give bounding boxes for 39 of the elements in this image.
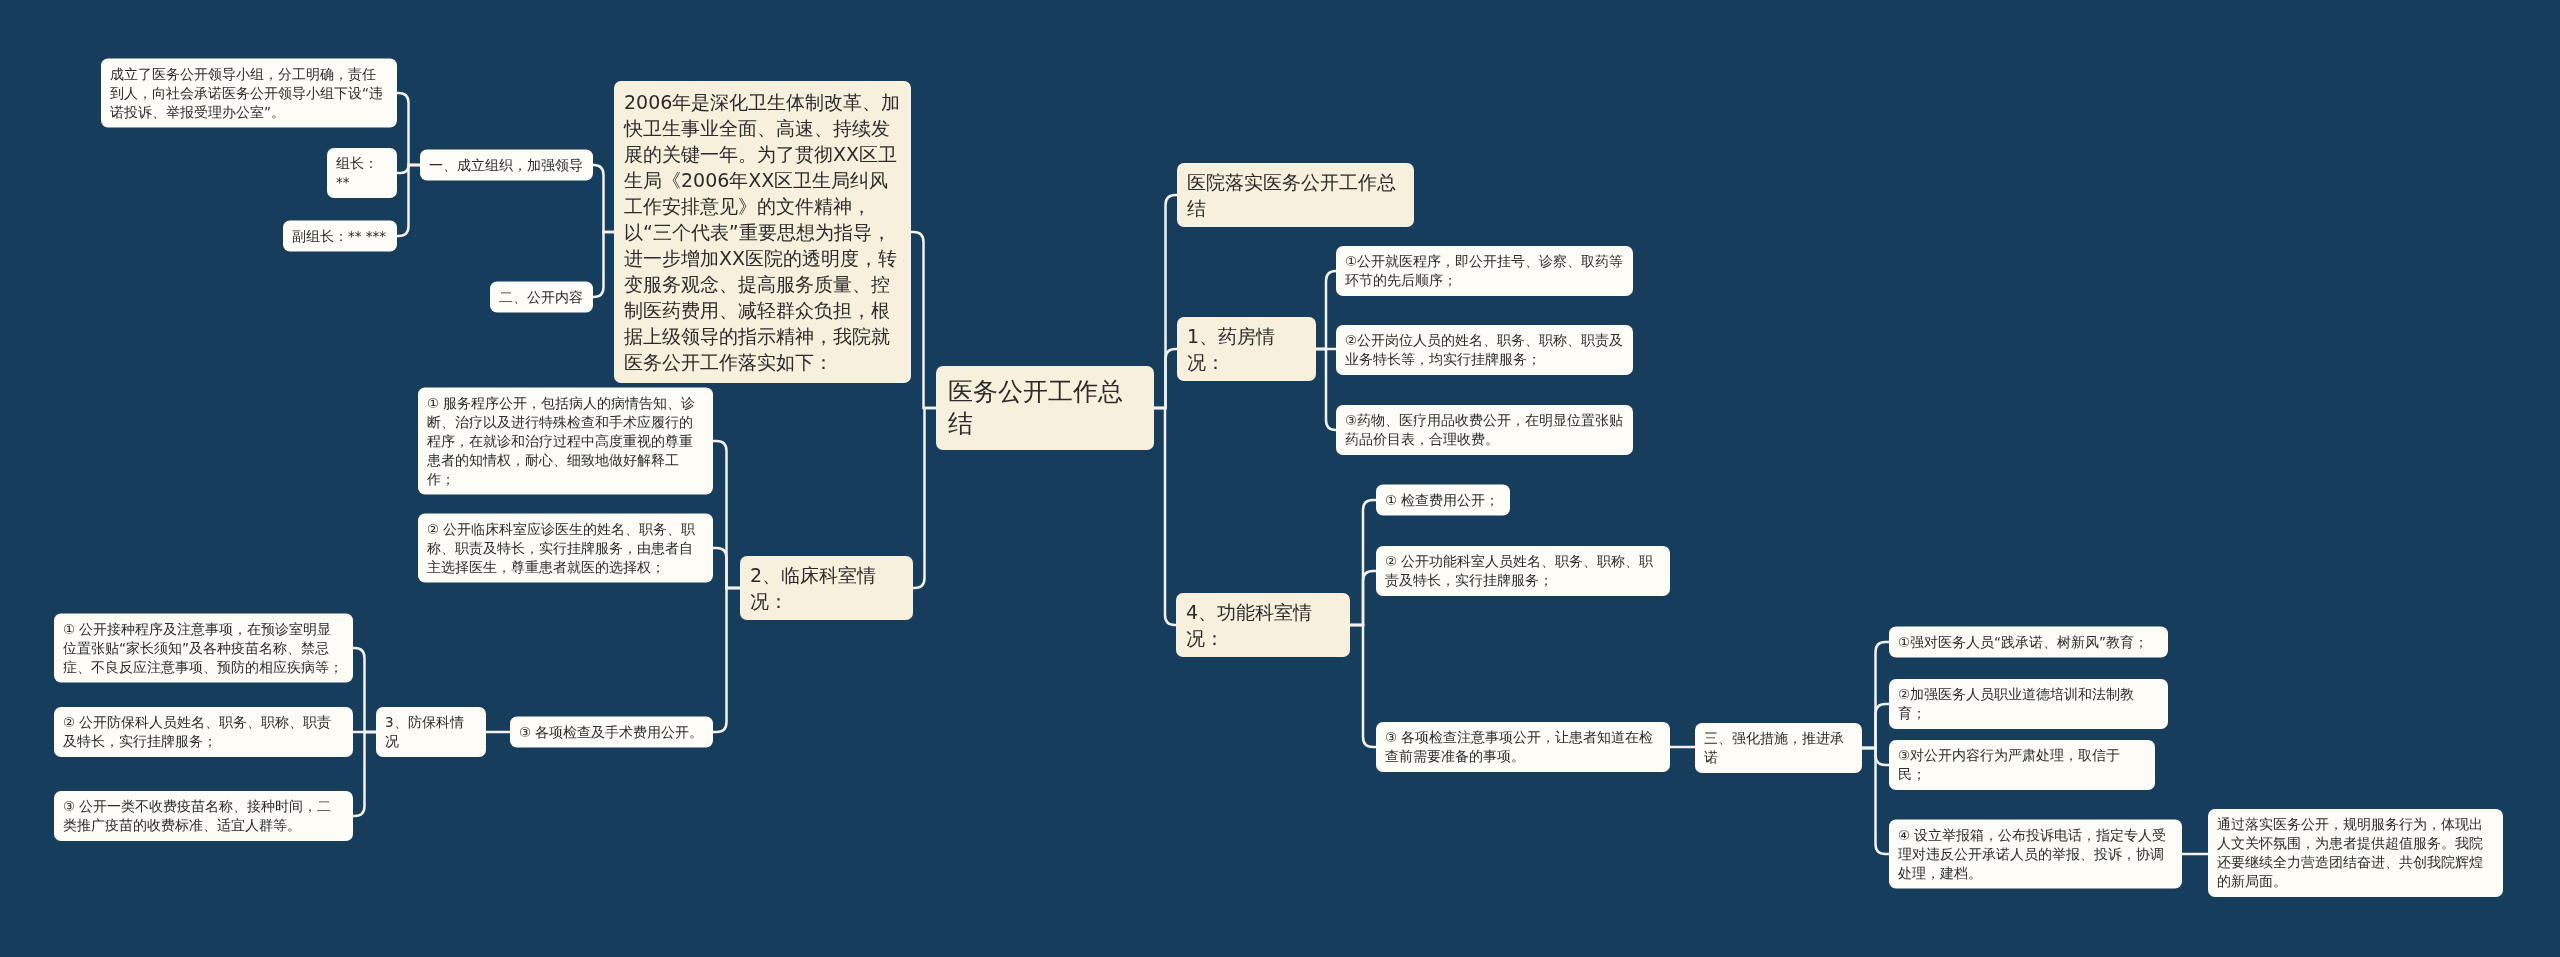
- note-box: ①强对医务人员“践承诺、树新风”教育；: [1889, 626, 2168, 658]
- note-box: 三、强化措施，推进承诺: [1695, 723, 1862, 773]
- note-box: 成立了医务公开领导小组，分工明确，责任到人，向社会承诺医务公开领导小组下设“违诺投诉、举报受理办公室”。: [101, 58, 397, 128]
- note-box: ③ 公开一类不收费疫苗名称、接种时间，二类推广疫苗的收费标准、适宜人群等。: [54, 791, 353, 841]
- connector-line: [1154, 406, 1177, 627]
- note-box: 二、公开内容: [490, 281, 593, 313]
- connector-line: [2182, 852, 2208, 856]
- connector-line: [352, 730, 376, 818]
- note-box: ③对公开内容行为严肃处理，取信于民；: [1889, 740, 2155, 790]
- note-box: ②公开岗位人员的姓名、职务、职称、职责及业务特长等，均实行挂牌服务；: [1336, 325, 1633, 375]
- topic-box: 2、临床科室情况：: [740, 556, 913, 620]
- central-topic-box: 医务公开工作总结: [936, 366, 1154, 450]
- note-box: 副组长：** ***: [283, 220, 397, 252]
- note-box: ② 公开临床科室应诊医生的姓名、职务、职称、职责及特长，实行挂牌服务，由患者自主选择医生，尊重患者就医的选择权；: [418, 513, 713, 583]
- topic-box: 4、功能科室情况：: [1176, 593, 1350, 657]
- note-box: ①公开就医程序，即公开挂号、诊察、取药等环节的先后顺序；: [1336, 246, 1633, 296]
- connector-line: [912, 406, 936, 590]
- note-box: ① 检查费用公开；: [1376, 484, 1510, 516]
- note-box: ③ 各项检查及手术费用公开。: [510, 716, 713, 748]
- note-box: ① 公开接种程序及注意事项，在预诊室明显位置张贴“家长须知”及各种疫苗名称、禁忌症、不良反应注意事项、预防的相应疾病等；: [54, 613, 353, 683]
- note-box: ④ 设立举报箱，公布投诉电话，指定专人受理对违反公开承诺人员的举报、投诉，协调处理，建档。: [1889, 819, 2182, 889]
- topic-box: 1、药房情况：: [1177, 317, 1316, 381]
- note-box: 3、防保科情况: [376, 707, 486, 757]
- note-box: ① 服务程序公开，包括病人的病情告知、诊断、治疗以及进行特殊检查和手术应履行的程序，在就诊和治疗过程中高度重视的尊重患者的知情权，耐心、细致地做好解释工作；: [418, 387, 713, 495]
- note-box: 组长：**: [327, 148, 397, 198]
- connector-line: [592, 230, 614, 299]
- topic-box: 医院落实医务公开工作总结: [1177, 163, 1414, 227]
- connector-line: [486, 730, 510, 734]
- note-box: ③药物、医疗用品收费公开，在明显位置张贴药品价目表，合理收费。: [1336, 405, 1633, 455]
- note-box: ②加强医务人员职业道德培训和法制教育；: [1889, 679, 2168, 729]
- note-box: ② 公开功能科室人员姓名、职务、职称、职责及特长，实行挂牌服务；: [1376, 546, 1670, 596]
- connector-line: [1316, 347, 1338, 432]
- note-box: ③ 各项检查注意事项公开，让患者知道在检查前需要准备的事项。: [1376, 722, 1670, 772]
- topic-box: 2006年是深化卫生体制改革、加快卫生事业全面、高速、持续发展的关键一年。为了贯彻XX区卫生局《2006年XX区卫生局纠风工作安排意见》的文件精神，以“三个代表”重要思想为指导，进一步增加XX医院的透明度，转变服务观念、提高服务质量、控制医药费用、减轻群众负担，根据上级领导的指示精神，我院就医务公开工作落实如下：: [614, 81, 911, 383]
- note-box: ② 公开防保科人员姓名、职务、职称、职责及特长，实行挂牌服务；: [54, 707, 353, 757]
- connector-line: [1670, 745, 1695, 749]
- note-box: 通过落实医务公开，规明服务行为，体现出人文关怀氛围，为患者提供超值服务。我院还要继续全力营造团结奋进、共创我院辉煌的新局面。: [2208, 809, 2503, 897]
- connector-line: [396, 163, 420, 238]
- note-box: 一、成立组织，加强领导: [420, 149, 593, 181]
